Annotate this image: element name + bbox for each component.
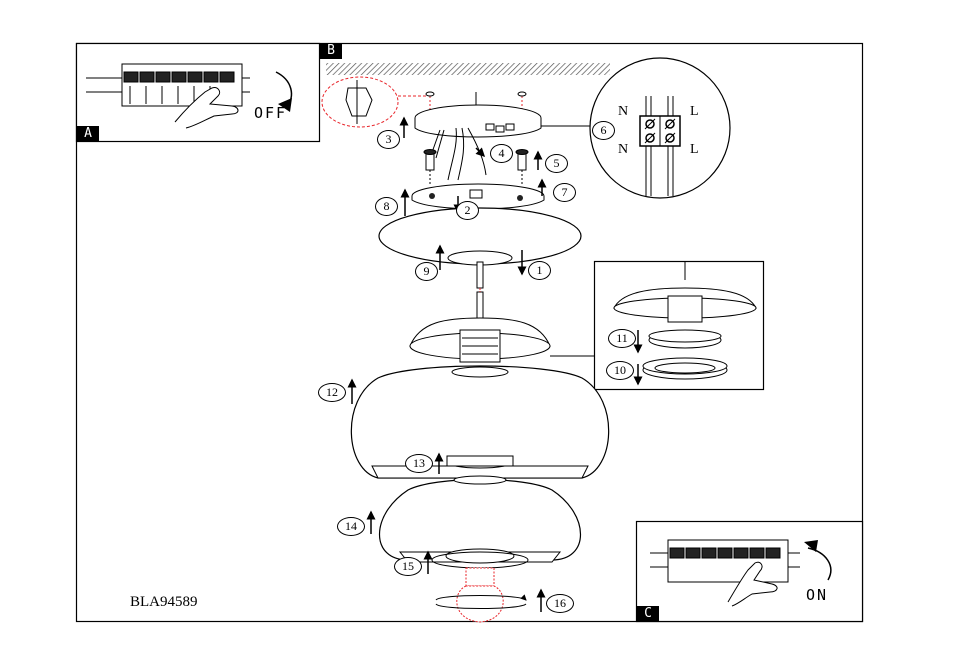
panel-a-breaker-off — [75, 42, 321, 143]
light-bulb — [456, 567, 504, 623]
terminal-l-top: L — [690, 104, 699, 119]
supply-wires — [429, 127, 487, 181]
terminal-l-bottom: L — [690, 142, 699, 157]
callout-4: 4 — [490, 144, 513, 163]
wall-anchor-detail — [321, 76, 527, 128]
upper-glass-shade — [350, 365, 610, 479]
callout-1: 1 — [528, 261, 551, 280]
suspension-rod — [476, 261, 484, 323]
panel-a-tag: A — [77, 126, 99, 142]
callout-9: 9 — [415, 262, 438, 281]
terminal-block-detail — [589, 57, 731, 199]
callout-16: 16 — [546, 594, 574, 613]
off-label: OFF — [254, 104, 288, 122]
shade-top-cap — [409, 317, 596, 363]
terminal-n-bottom: N — [618, 142, 629, 157]
callout-5: 5 — [545, 154, 568, 173]
callout-6: 6 — [592, 121, 615, 140]
callout-15: 15 — [394, 557, 422, 576]
model-code: BLA94589 — [130, 594, 198, 610]
outer-frame — [75, 42, 864, 623]
ceiling-hatch — [326, 63, 610, 75]
mounting-plate — [411, 183, 545, 210]
callout-8: 8 — [375, 197, 398, 216]
panel-c-breaker-on — [635, 520, 864, 623]
callout-10: 10 — [606, 361, 634, 380]
callout-12: 12 — [318, 383, 346, 402]
callout-3: 3 — [377, 130, 400, 149]
panel-c-tag: C — [637, 606, 659, 622]
lower-glass-shade — [378, 475, 582, 569]
callout-2: 2 — [456, 201, 479, 220]
panel-b-tag: B — [320, 43, 342, 59]
canopy — [378, 207, 582, 266]
step-arrows — [347, 116, 643, 612]
callout-14: 14 — [337, 517, 365, 536]
screws — [423, 149, 529, 184]
on-label: ON — [806, 586, 829, 604]
callout-13: 13 — [405, 454, 433, 473]
callout-11: 11 — [608, 329, 636, 348]
callout-7: 7 — [553, 183, 576, 202]
ceiling-bracket — [414, 92, 592, 138]
terminal-n-top: N — [618, 104, 629, 119]
